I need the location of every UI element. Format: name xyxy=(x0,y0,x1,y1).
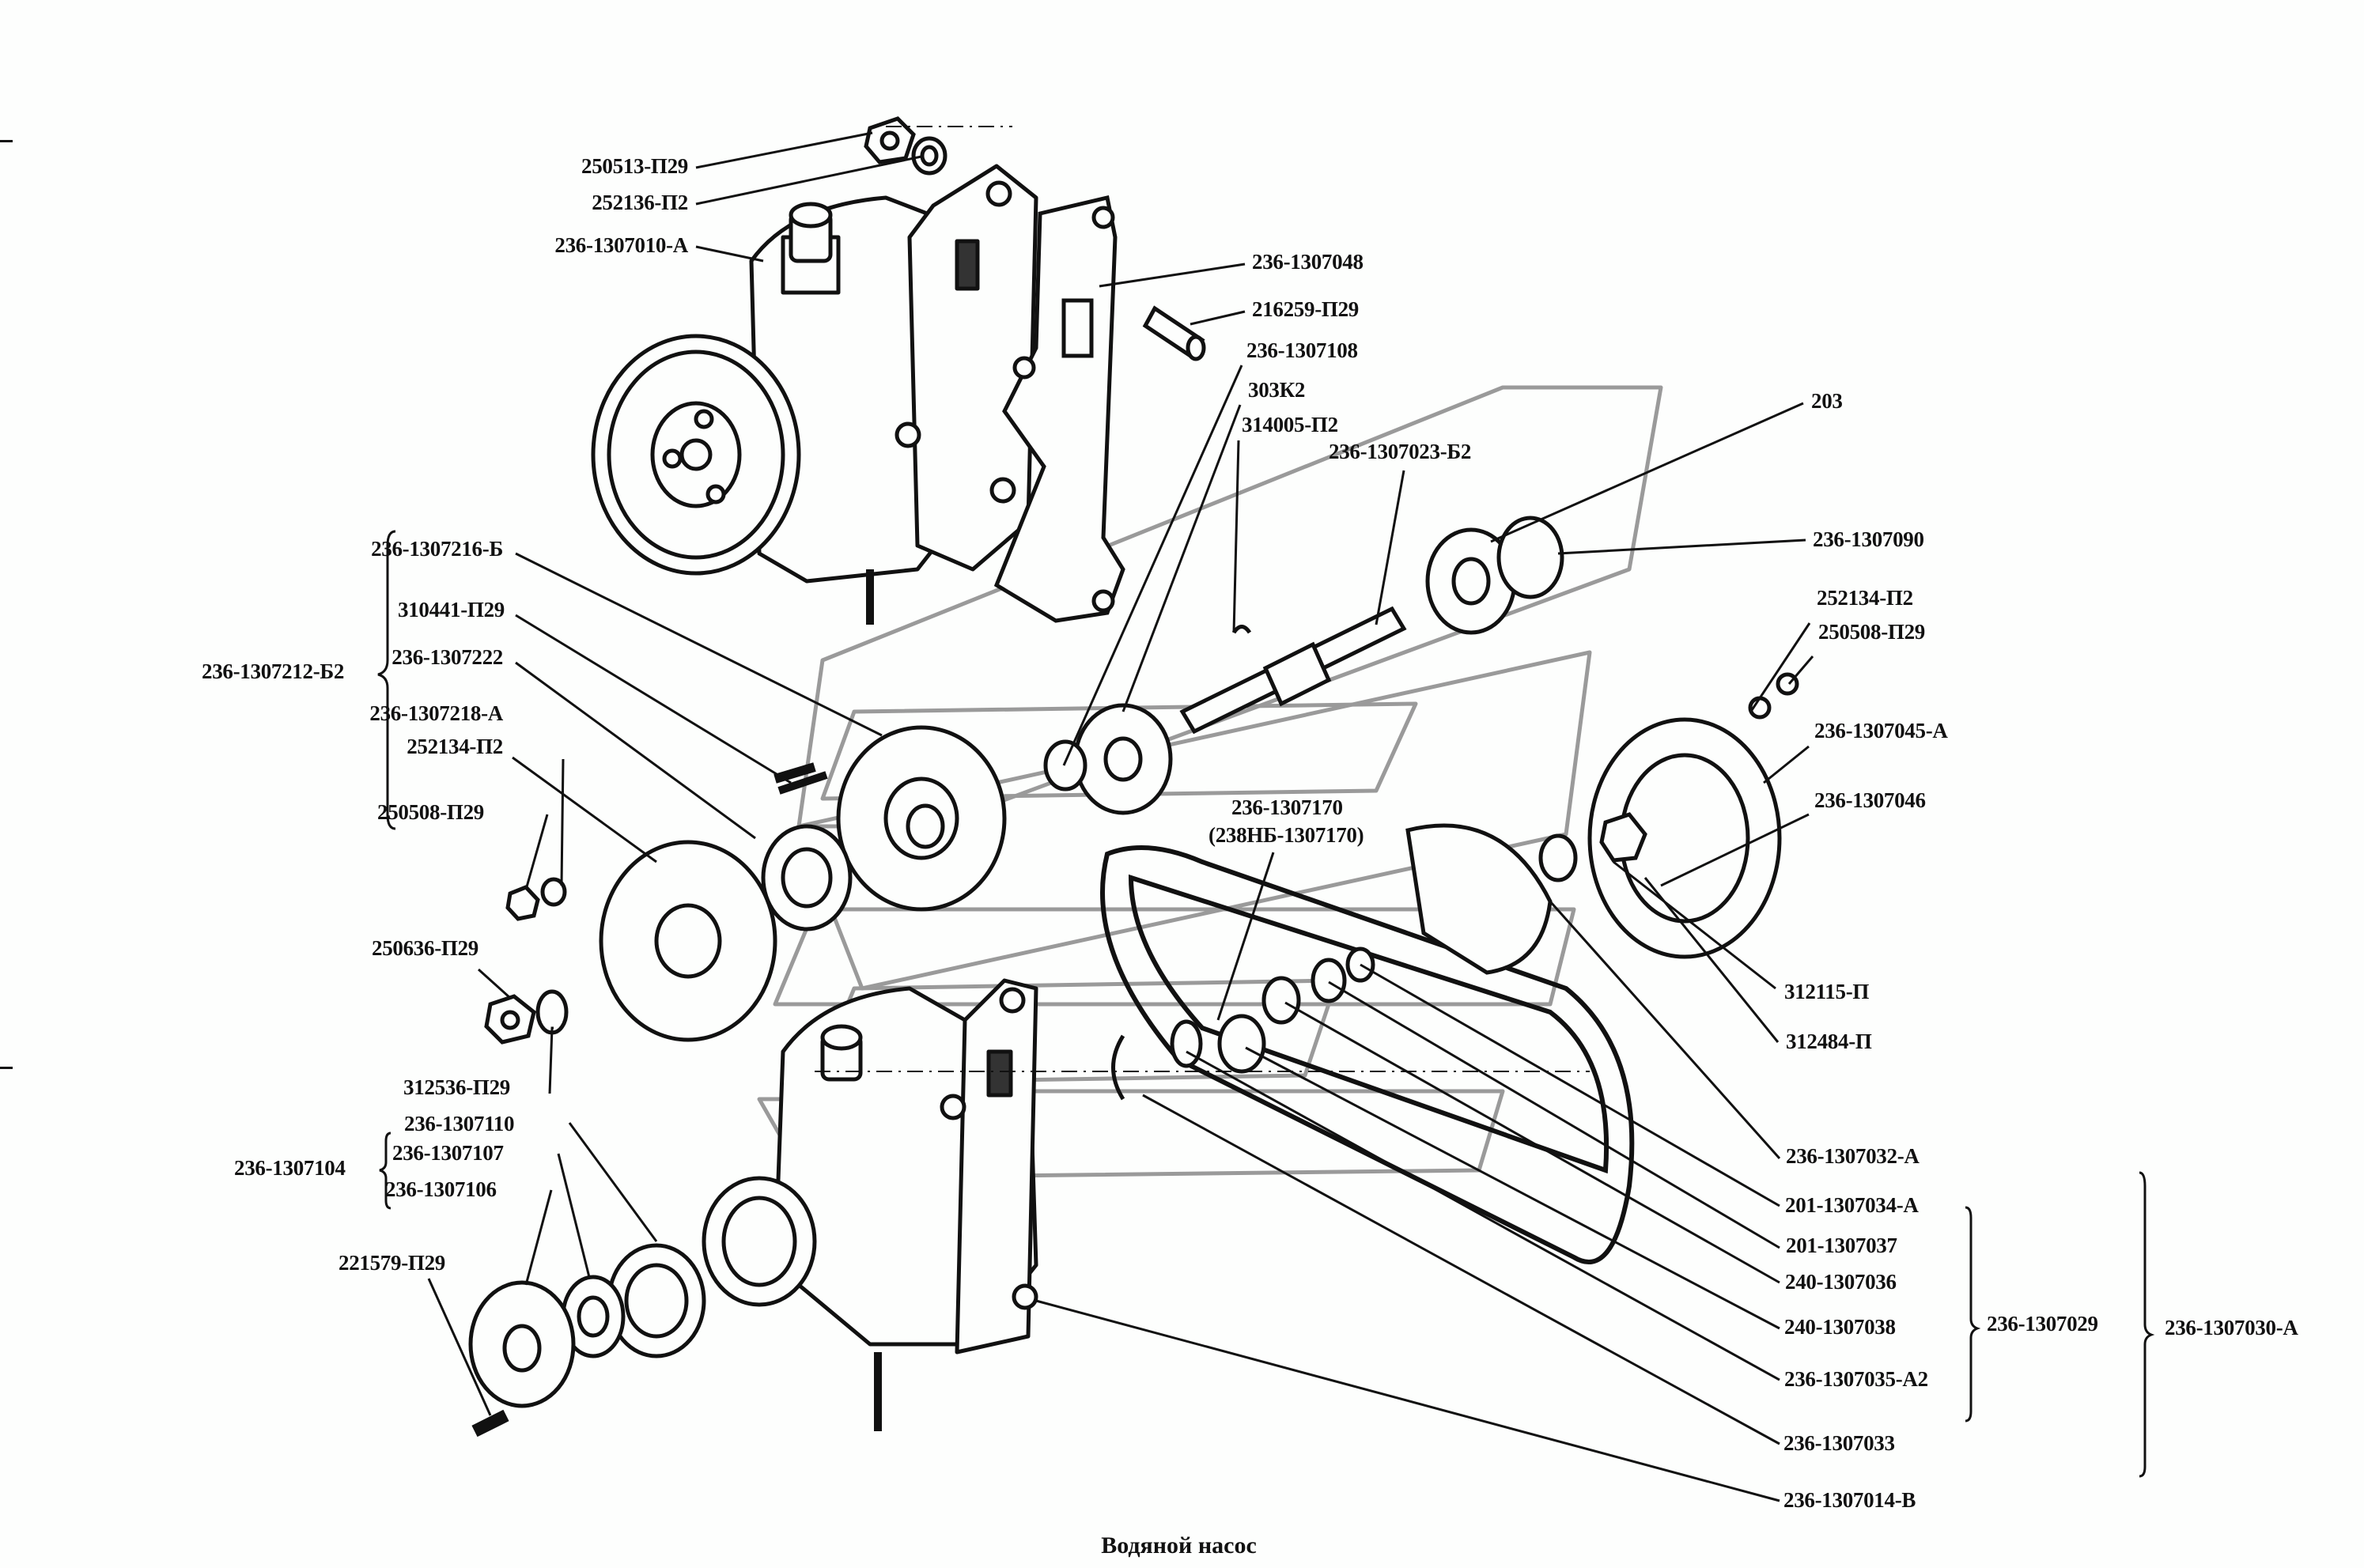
left-nuts xyxy=(484,771,828,1045)
label-240-1307038: 240-1307038 xyxy=(1784,1315,1896,1339)
label-236-1307108: 236-1307108 xyxy=(1246,338,1358,362)
nut-and-washer-top xyxy=(864,116,947,176)
label-236-1307106: 236-1307106 xyxy=(385,1177,497,1201)
label-236-1307212-b2: 236-1307212-Б2 xyxy=(202,659,345,683)
shaft-and-bearings xyxy=(1043,516,1564,815)
seal-rings xyxy=(1111,946,1375,1101)
label-250513-p29: 250513-П29 xyxy=(581,154,688,178)
label-252136-p2: 252136-П2 xyxy=(592,191,688,214)
label-236-1307048: 236-1307048 xyxy=(1252,250,1364,274)
brace-236-1307212-b2 xyxy=(377,530,396,830)
brace-236-1307104 xyxy=(379,1132,391,1210)
lower-gaskets xyxy=(468,1243,706,1438)
label-240-1307036: 240-1307036 xyxy=(1785,1270,1897,1294)
label-203: 203 xyxy=(1811,389,1843,413)
pump-housing-upper xyxy=(591,164,1038,625)
drive-belt xyxy=(1100,845,1635,1264)
label-312115-p: 312115-П xyxy=(1784,980,1870,1003)
label-252134-p2-left: 252134-П2 xyxy=(407,735,503,758)
brace-236-1307030-a xyxy=(2139,1171,2155,1478)
margin-mark-top xyxy=(0,140,13,142)
label-236-1307218-a: 236-1307218-А xyxy=(369,701,503,725)
label-250508-p29-right: 250508-П29 xyxy=(1818,620,1925,644)
pulley-hub xyxy=(599,725,1007,1042)
pump-cover xyxy=(1587,672,1799,959)
label-236-1307030-a: 236-1307030-А xyxy=(2165,1316,2298,1339)
label-236-1307010-a: 236-1307010-А xyxy=(554,233,688,257)
diagram-title-wrap: Водяной насос xyxy=(0,1532,2364,1559)
label-303k2: 303К2 xyxy=(1248,378,1306,402)
label-310441-p29: 310441-П29 xyxy=(398,598,505,622)
label-236-1307032-a: 236-1307032-А xyxy=(1786,1144,1920,1168)
pump-housing-lower xyxy=(702,978,1038,1431)
label-201-1307034-a: 201-1307034-А xyxy=(1785,1193,1919,1217)
label-236-1307222: 236-1307222 xyxy=(391,645,503,669)
label-312484-p: 312484-П xyxy=(1786,1030,1872,1053)
label-236-1307029: 236-1307029 xyxy=(1987,1312,2098,1336)
label-236-1307107: 236-1307107 xyxy=(392,1141,504,1165)
label-221579-p29: 221579-П29 xyxy=(339,1251,445,1275)
brace-236-1307029 xyxy=(1965,1206,1981,1423)
label-236-1307023-b2: 236-1307023-Б2 xyxy=(1329,440,1472,463)
stud-216259 xyxy=(1142,305,1206,361)
label-236-1307035-a2: 236-1307035-А2 xyxy=(1784,1367,1928,1391)
label-238nb-1307170: (238НБ-1307170) xyxy=(1208,823,1364,847)
diagram-title: Водяной насос xyxy=(1101,1532,1257,1559)
label-236-1307045-a: 236-1307045-А xyxy=(1814,719,1948,742)
label-236-1307014-v: 236-1307014-В xyxy=(1783,1488,1916,1512)
label-314005-p2: 314005-П2 xyxy=(1242,413,1338,436)
assembly-braces xyxy=(377,530,2155,1478)
label-250636-p29: 250636-П29 xyxy=(372,936,478,960)
label-216259-p29: 216259-П29 xyxy=(1252,297,1359,321)
leader-lines xyxy=(427,131,1814,1502)
label-236-1307216-b: 236-1307216-Б xyxy=(371,537,503,561)
label-312536-p29: 312536-П29 xyxy=(403,1075,510,1099)
label-236-1307090: 236-1307090 xyxy=(1813,527,1924,551)
center-lines xyxy=(815,126,1590,1072)
label-236-1307046: 236-1307046 xyxy=(1814,788,1926,812)
label-252134-p2-right: 252134-П2 xyxy=(1817,586,1913,610)
label-236-1307170: 236-1307170 xyxy=(1231,795,1343,819)
impeller xyxy=(1405,823,1578,975)
label-201-1307037: 201-1307037 xyxy=(1786,1234,1897,1257)
label-250508-p29-left: 250508-П29 xyxy=(377,800,484,824)
gasket-plate xyxy=(993,195,1125,623)
label-236-1307033: 236-1307033 xyxy=(1783,1431,1895,1455)
margin-mark-bottom xyxy=(0,1067,13,1069)
label-236-1307104: 236-1307104 xyxy=(234,1156,346,1180)
label-236-1307110: 236-1307110 xyxy=(404,1112,515,1135)
